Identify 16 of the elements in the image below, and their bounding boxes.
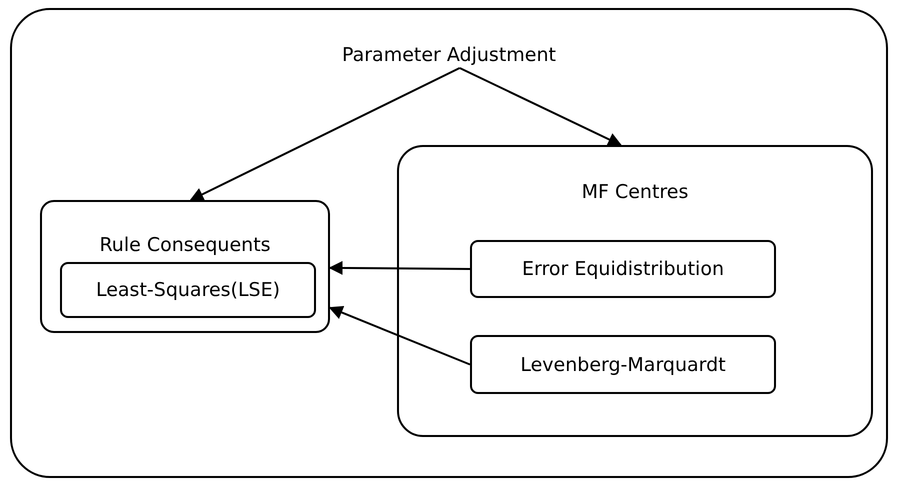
outer-panel	[10, 8, 888, 478]
box-label: Levenberg-Marquardt	[520, 354, 726, 376]
arrow	[459, 67, 622, 146]
box-label: Least-Squares(LSE)	[96, 279, 280, 301]
group-title: MF Centres	[582, 181, 688, 203]
group-box	[397, 145, 873, 437]
arrow	[328, 306, 470, 366]
process-box	[60, 262, 316, 318]
arrow	[328, 260, 470, 275]
arrow	[190, 67, 460, 201]
process-box	[470, 240, 776, 298]
box-label: Error Equidistribution	[522, 258, 724, 280]
group-title: Parameter Adjustment	[342, 44, 556, 66]
group-box	[40, 200, 330, 333]
process-box	[470, 335, 776, 394]
group-title: Rule Consequents	[99, 234, 271, 256]
